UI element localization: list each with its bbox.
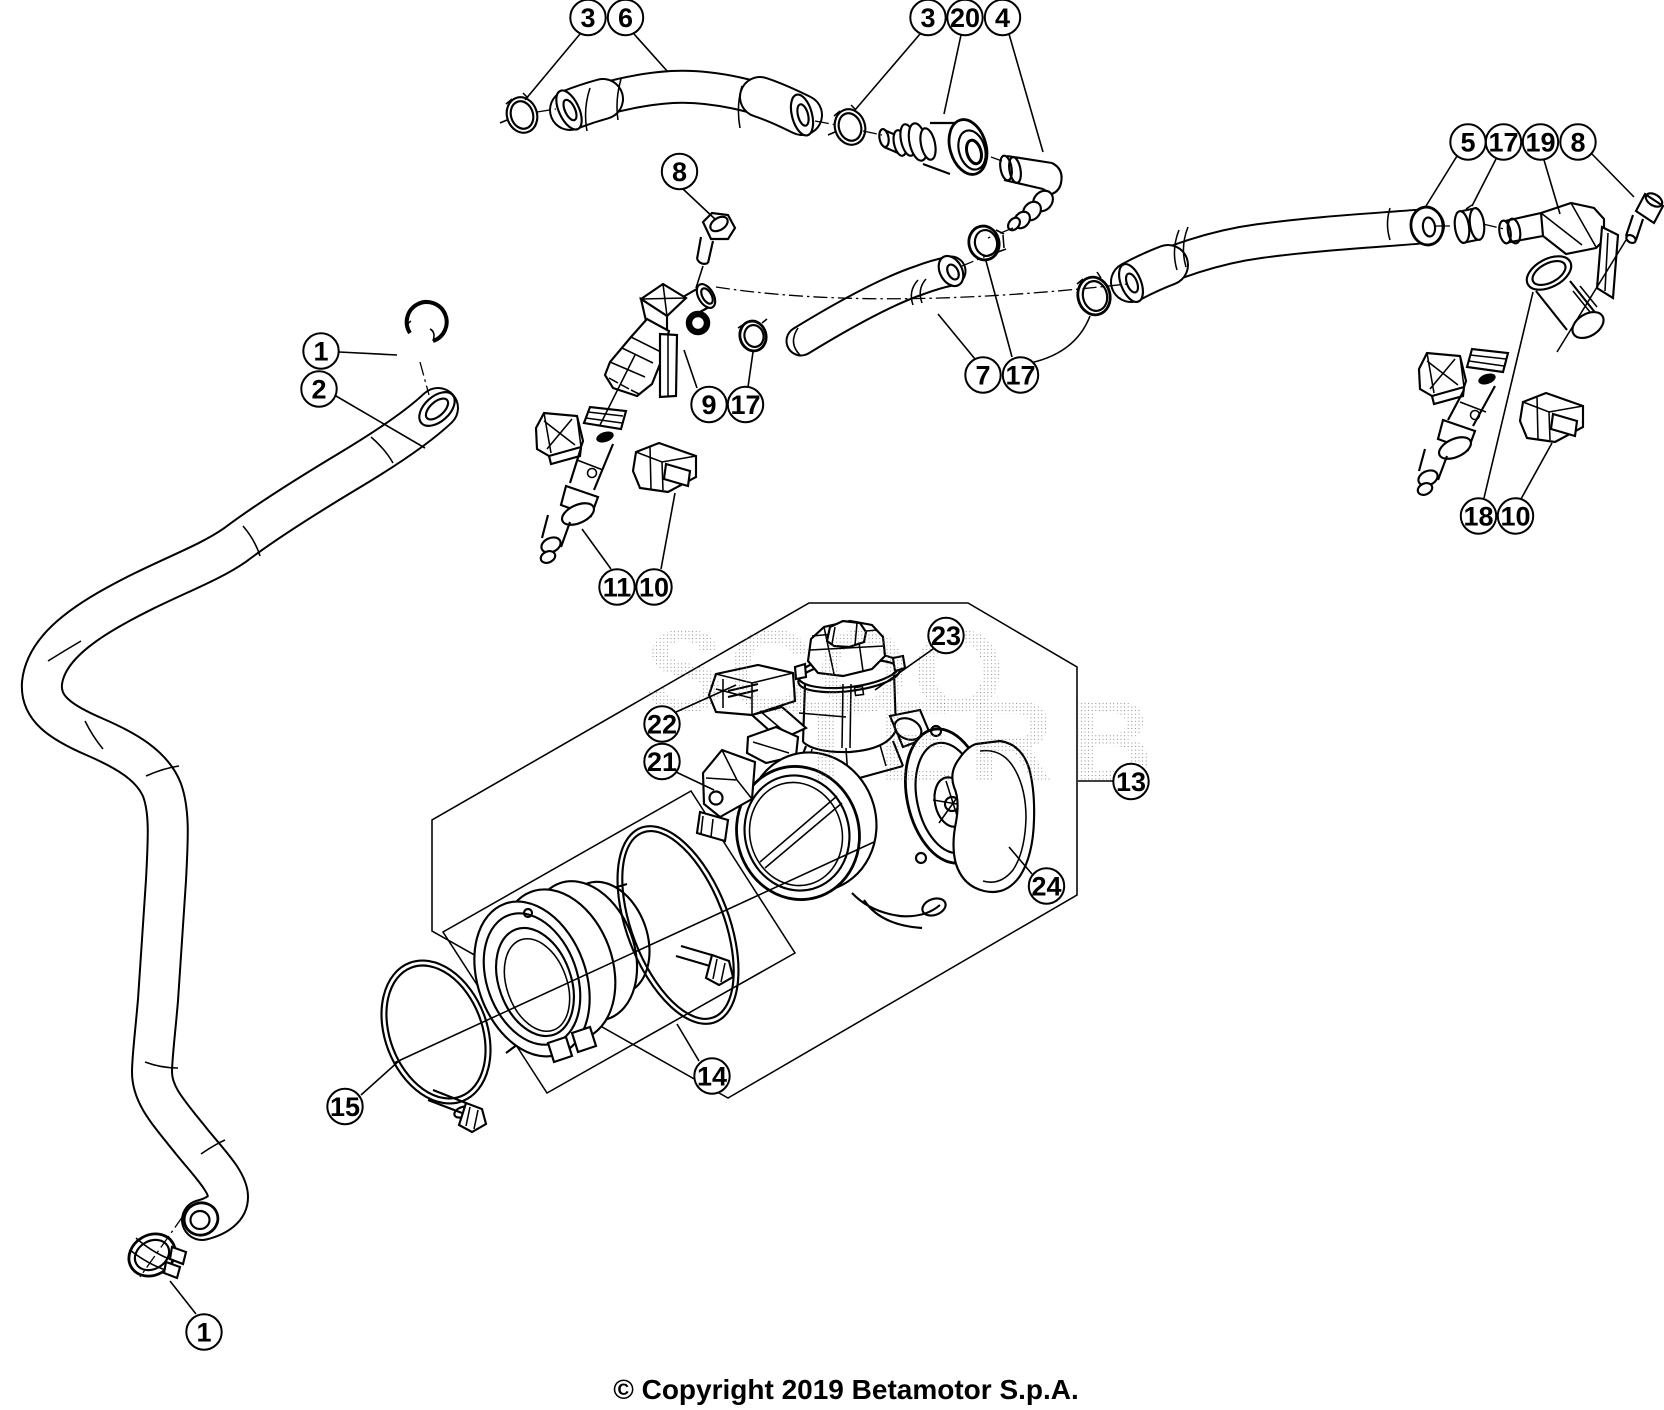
svg-text:10: 10 [1500,502,1530,532]
svg-text:17: 17 [1488,128,1518,158]
svg-text:17: 17 [730,390,760,420]
svg-text:24: 24 [1031,872,1061,902]
svg-text:TERB: TERB [790,676,1167,808]
svg-text:21: 21 [647,747,677,777]
svg-text:14: 14 [697,1062,727,1092]
svg-text:8: 8 [1570,128,1585,158]
svg-text:7: 7 [975,361,990,391]
svg-text:© Copyright 2019 Betamotor S.p: © Copyright 2019 Betamotor S.p.A. [613,1374,1079,1405]
svg-text:11: 11 [603,573,632,603]
svg-text:1: 1 [313,337,328,367]
svg-text:22: 22 [647,710,677,740]
svg-text:20: 20 [950,3,980,33]
svg-text:3: 3 [920,3,935,33]
svg-text:10: 10 [639,573,669,603]
svg-text:15: 15 [330,1092,360,1122]
svg-text:9: 9 [701,390,716,420]
svg-text:5: 5 [1460,128,1475,158]
svg-text:13: 13 [1116,767,1146,797]
svg-text:6: 6 [618,3,633,33]
svg-text:4: 4 [995,3,1010,33]
svg-text:3: 3 [580,3,595,33]
svg-text:17: 17 [1005,361,1035,391]
svg-text:2: 2 [311,375,326,405]
svg-text:1: 1 [196,1318,211,1348]
svg-text:23: 23 [931,621,961,651]
svg-text:8: 8 [672,157,687,187]
svg-text:19: 19 [1525,128,1555,158]
svg-text:18: 18 [1463,502,1493,532]
